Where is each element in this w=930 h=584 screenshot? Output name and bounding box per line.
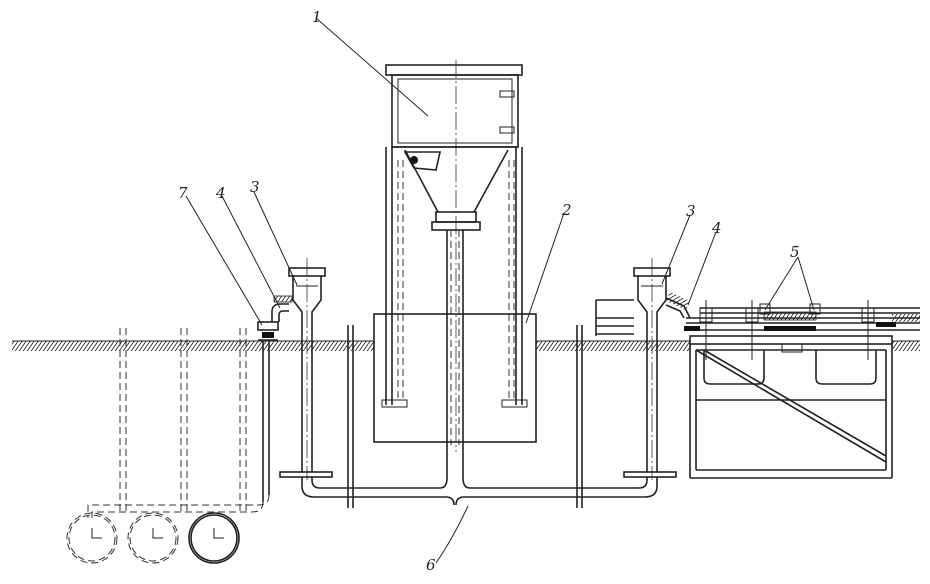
- ground-surface: [12, 340, 920, 351]
- storage-box: [385, 60, 523, 452]
- left-dashed-pipes: [87, 328, 270, 518]
- wheels: [66, 512, 240, 564]
- left-elbow-valve: [257, 295, 293, 341]
- support-legs: [381, 147, 528, 408]
- right-elbow: [665, 291, 691, 319]
- label-2: 2: [561, 201, 572, 219]
- conveyor-rails: [595, 299, 920, 360]
- reference-lines: [347, 325, 583, 508]
- label-3-left: 3: [250, 178, 260, 196]
- label-4-right: 4: [711, 219, 722, 237]
- label-1: 1: [312, 8, 322, 26]
- component-labels: 1 2 3 3 4 4 5 6 7: [178, 8, 800, 574]
- central-chamber: [373, 313, 537, 443]
- label-3-right: 3: [686, 202, 696, 220]
- left-riser-funnel: [279, 258, 333, 480]
- leader-lines: [185, 17, 815, 564]
- right-riser-funnel: [623, 258, 677, 480]
- label-6: 6: [426, 556, 436, 574]
- right-pit: [689, 335, 893, 479]
- label-7: 7: [178, 184, 188, 202]
- bottom-pipes: [301, 445, 658, 506]
- label-4-left: 4: [215, 184, 226, 202]
- hopper-funnel: [392, 146, 518, 445]
- label-5: 5: [790, 243, 800, 261]
